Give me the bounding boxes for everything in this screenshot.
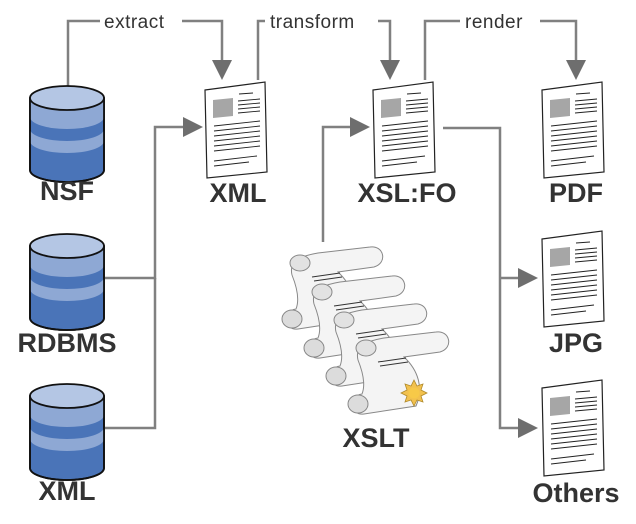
source-label: RDBMS [18, 328, 117, 358]
doc-label: JPG [549, 328, 603, 358]
doc-label: PDF [549, 178, 603, 208]
doc-xml: XML [204, 81, 268, 208]
document-icon [541, 230, 605, 328]
connector-extract [66, 19, 232, 88]
database-icon [29, 233, 105, 331]
document-icon [541, 379, 605, 477]
seal-icon [400, 379, 428, 407]
xslt-label: XSLT [343, 423, 411, 453]
connector-sources-to-xml [105, 117, 203, 430]
edge-label-extract: extract [104, 12, 165, 33]
edge-label-render: render [465, 12, 523, 33]
database-icon [29, 383, 105, 481]
doc-label: Others [532, 478, 619, 508]
xslt-stylesheets: XSLT [281, 246, 450, 453]
source-xml: XML [29, 383, 105, 506]
source-label: XML [39, 476, 96, 506]
connector-xslt-to-xslfo [321, 117, 370, 242]
source-nsf: NSF [29, 85, 105, 206]
database-icon [29, 85, 105, 183]
edge-label-transform: transform [270, 12, 355, 33]
source-rdbms: RDBMS [18, 233, 117, 358]
document-icon [541, 81, 605, 179]
doc-pdf: PDF [541, 81, 605, 208]
doc-label: XML [210, 178, 267, 208]
doc-others: Others [532, 379, 620, 508]
document-icon [204, 81, 268, 179]
document-icon [372, 81, 436, 179]
connector-xslfo-to-outputs [443, 126, 538, 438]
connector-render [423, 19, 586, 80]
doc-label: XSL:FO [358, 178, 457, 208]
doc-xslfo: XSL:FO [358, 81, 457, 208]
doc-jpg: JPG [541, 230, 605, 358]
connector-transform [256, 19, 400, 80]
scroll-stack-icon [281, 246, 450, 415]
source-label: NSF [40, 176, 94, 206]
